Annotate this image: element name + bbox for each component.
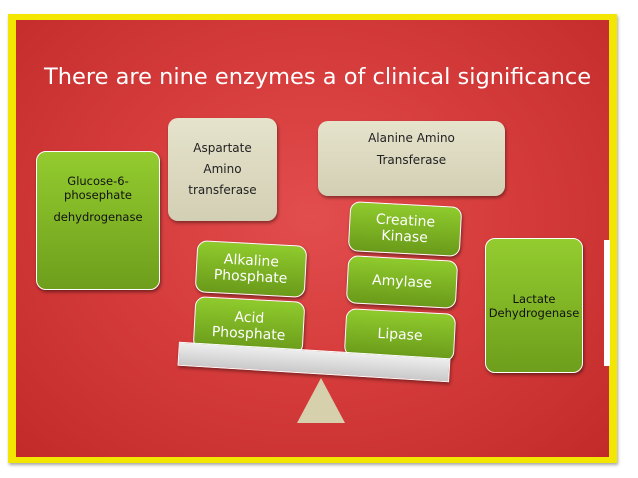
- box-label-line: Amino: [203, 162, 242, 176]
- box-label-line: Alanine Amino: [368, 131, 455, 145]
- alkaline-phosphate-block: Alkaline Phosphate: [194, 240, 308, 298]
- slide-title: There are nine enzymes a of clinical sig…: [44, 64, 592, 90]
- creatine-kinase-block: Creatine Kinase: [347, 201, 463, 257]
- block-label-line: Acid: [234, 308, 265, 327]
- block-label-line: Kinase: [380, 227, 429, 247]
- alanine-amino-transferase-box: Alanine Amino Transferase: [318, 121, 505, 196]
- block-label-line: Amylase: [371, 272, 433, 292]
- box-label-line: dehydrogenase: [53, 210, 143, 224]
- lactate-dehydrogenase-box: Lactate Dehydrogenase: [485, 238, 583, 373]
- balance-fulcrum: [297, 378, 345, 423]
- box-label-line: phosephate: [64, 188, 132, 202]
- block-label-line: Phosphate: [213, 267, 288, 287]
- box-label-line: Dehydrogenase: [488, 305, 580, 320]
- decorative-bar: [604, 240, 610, 366]
- box-label-line: transferase: [188, 183, 257, 197]
- aspartate-amino-transferase-box: Aspartate Amino transferase: [168, 118, 277, 221]
- box-label-line: Lactate: [512, 291, 556, 306]
- glucose-6-phosphate-dehydrogenase-box: Glucose-6- phosephate dehydrogenase: [36, 151, 160, 290]
- amylase-block: Amylase: [345, 255, 459, 309]
- block-label-line: Lipase: [377, 325, 423, 345]
- box-label-line: Transferase: [376, 153, 447, 167]
- block-label-line: Phosphate: [211, 323, 286, 344]
- box-label-line: Aspartate: [193, 141, 252, 155]
- box-label-line: Glucose-6-: [67, 174, 129, 188]
